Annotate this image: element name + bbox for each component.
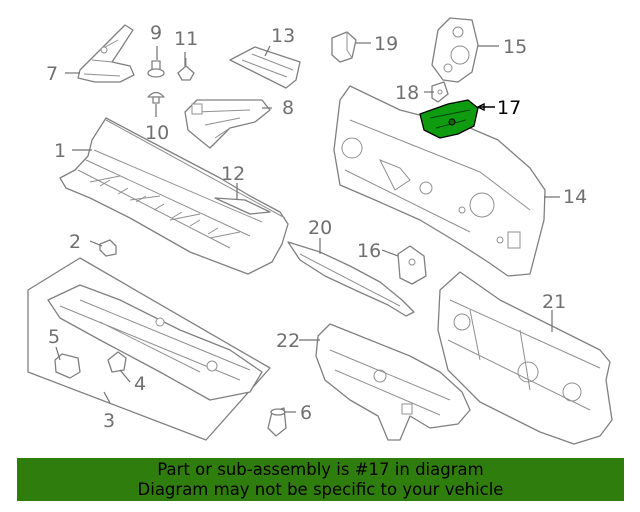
parts-diagram: 7 9 11 10 13 8 19 15 18 17 1 12 2 14 20 … — [27, 17, 613, 445]
callout-3: 3 — [103, 410, 115, 432]
banner-line-2: Diagram may not be specific to your vehi… — [137, 480, 504, 499]
part-17-highlighted[interactable] — [419, 99, 479, 139]
callout-13: 13 — [271, 25, 295, 47]
callout-11: 11 — [174, 28, 198, 50]
part-22-silencer — [315, 323, 471, 441]
callout-16: 16 — [357, 240, 381, 262]
callout-1: 1 — [54, 140, 66, 162]
info-banner: Part or sub-assembly is #17 in diagram D… — [17, 458, 624, 501]
callout-21: 21 — [542, 291, 566, 313]
callout-9: 9 — [150, 22, 162, 44]
part-4-clip — [107, 351, 127, 373]
callout-17: 17 — [497, 97, 521, 119]
callout-4: 4 — [134, 373, 146, 395]
part-9-bolt — [147, 60, 165, 78]
part-3-assembly-outline — [27, 257, 271, 441]
callout-15: 15 — [503, 36, 527, 58]
callout-5: 5 — [48, 326, 60, 348]
callout-14: 14 — [563, 186, 587, 208]
part-2-clip — [99, 239, 117, 257]
part-6-grommet — [267, 407, 287, 437]
callout-7: 7 — [46, 63, 58, 85]
part-5-bracket — [54, 353, 81, 379]
callout-18: 18 — [395, 82, 419, 104]
part-1-cowl-panel — [59, 117, 289, 275]
callout-6: 6 — [300, 402, 312, 424]
callout-8: 8 — [282, 97, 294, 119]
callout-19: 19 — [374, 33, 398, 55]
callout-22: 22 — [276, 330, 300, 352]
callout-20: 20 — [308, 217, 332, 239]
part-20-seal — [287, 241, 415, 317]
leader-lines — [55, 42, 560, 413]
callout-12: 12 — [221, 163, 245, 185]
callout-10: 10 — [145, 122, 169, 144]
callout-2: 2 — [69, 231, 81, 253]
part-13-cover — [229, 46, 301, 89]
part-19-bracket — [331, 31, 357, 63]
part-11-clip — [177, 58, 195, 81]
part-10-grommet — [147, 91, 165, 104]
part-21-insulator — [437, 271, 613, 445]
callout-labels: 7 9 11 10 13 8 19 15 18 17 1 12 2 14 20 … — [46, 22, 587, 432]
part-18-bracket — [431, 81, 449, 103]
banner-line-1: Part or sub-assembly is #17 in diagram — [157, 460, 484, 479]
part-7-bracket — [77, 24, 135, 83]
part-8-bracket — [184, 99, 271, 149]
part-15-reinforcement — [431, 17, 479, 83]
part-16-bracket — [397, 245, 427, 285]
